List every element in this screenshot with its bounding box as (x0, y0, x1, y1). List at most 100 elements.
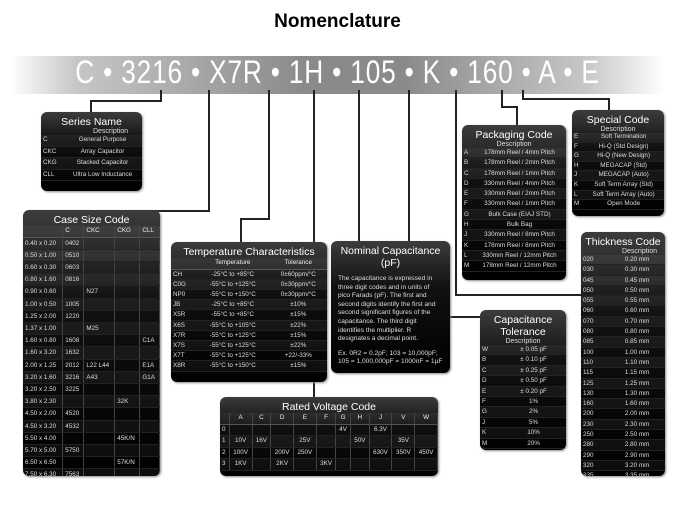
table-cell: CLL (41, 169, 64, 181)
table-cell: 4V (335, 424, 351, 437)
connector-line (522, 98, 610, 100)
table-cell (316, 435, 337, 448)
code-banner (10, 56, 665, 94)
table-cell: 1.60 x 0.80 (23, 334, 64, 348)
table-cell: 2% (501, 406, 566, 418)
table-cell: CH (171, 269, 196, 280)
table-cell (414, 424, 438, 437)
table-cell: 0±60ppm/°C (269, 269, 327, 280)
table-cell (252, 424, 272, 437)
table-cell: L (462, 250, 473, 262)
table-cell: 085 (581, 336, 610, 348)
table-cell (252, 447, 272, 460)
table-cell: B (480, 354, 502, 366)
table-cell: 7.50 x 6.30 (23, 468, 64, 476)
thickness-description-header: Description (621, 248, 657, 255)
table-cell: ±15% (269, 360, 327, 372)
table-cell: 1.25 x 2.00 (23, 310, 64, 324)
table-cell (293, 424, 317, 437)
table-cell: N27 (83, 285, 116, 299)
table-cell (83, 298, 116, 311)
connector-line (608, 98, 610, 110)
table-cell: 130 (581, 388, 610, 400)
table-cell (83, 249, 116, 263)
table-cell: 0.50 mm (609, 285, 665, 297)
table-cell: 0510 (62, 249, 85, 263)
table-cell: W (480, 345, 502, 356)
table-cell: C (462, 168, 473, 179)
table-cell: M (572, 199, 584, 210)
column-header (23, 226, 64, 238)
table-cell: 110 (581, 357, 610, 369)
table-cell: 0.50 x 1.00 (23, 249, 64, 263)
table-cell: ± 0.25 pF (501, 365, 566, 377)
packaging-code-title: Packaging Code (475, 129, 553, 141)
table-cell: 3.35 mm (609, 470, 665, 476)
table-cell (114, 346, 141, 360)
table-cell: 0.55 mm (609, 295, 665, 307)
table-cell: 055 (581, 295, 610, 307)
table-cell: 070 (581, 316, 610, 328)
table-cell: 330mm Reel / 1mm Pitch (473, 198, 566, 210)
table-row: C± 0.25 pF (480, 365, 566, 377)
table-cell: 16V (252, 435, 272, 448)
column-header: CKG (114, 226, 141, 238)
table-cell (335, 435, 351, 448)
table-cell: 0.60 mm (609, 305, 665, 317)
table-cell (139, 432, 160, 446)
table-cell (139, 261, 160, 275)
table-cell: 330mm Reel / 8mm Pitch (473, 229, 566, 241)
column-header: C (252, 413, 272, 425)
table-cell: 0.80 mm (609, 326, 665, 338)
table-cell: 1220 (62, 310, 85, 324)
table-cell: 330mm Reel / 2mm Pitch (473, 188, 566, 200)
table-cell: 2.00 mm (609, 408, 665, 420)
table-cell: C (41, 135, 64, 147)
series-description-header: Description (92, 128, 128, 135)
table-cell (391, 458, 416, 471)
table-cell: CKC (41, 146, 64, 158)
connector-line (501, 90, 503, 108)
table-cell: J (480, 417, 502, 429)
table-cell: L (572, 190, 584, 201)
table-cell: D (480, 375, 502, 387)
table-cell (369, 435, 393, 448)
table-cell (316, 447, 337, 460)
table-cell: 1.37 x 1.00 (23, 322, 64, 336)
table-cell (252, 458, 272, 471)
table-cell: B (462, 157, 473, 169)
table-cell: 320 (581, 460, 610, 472)
table-cell (114, 310, 141, 324)
table-cell: 1% (501, 396, 566, 408)
table-cell (114, 261, 141, 275)
table-cell: Ultra Low Inductance (63, 169, 142, 181)
table-cell (139, 420, 160, 433)
table-cell: 250 (581, 429, 610, 441)
table-cell: 0.40 x 0.20 (23, 237, 64, 250)
connector-line (148, 210, 210, 212)
table-cell: ± 0.20 pF (501, 386, 566, 398)
column-header (171, 258, 196, 270)
table-cell: ±22% (269, 340, 327, 352)
table-cell (62, 322, 85, 336)
table-cell: 330mm Reel / 12mm Pitch (473, 250, 566, 262)
